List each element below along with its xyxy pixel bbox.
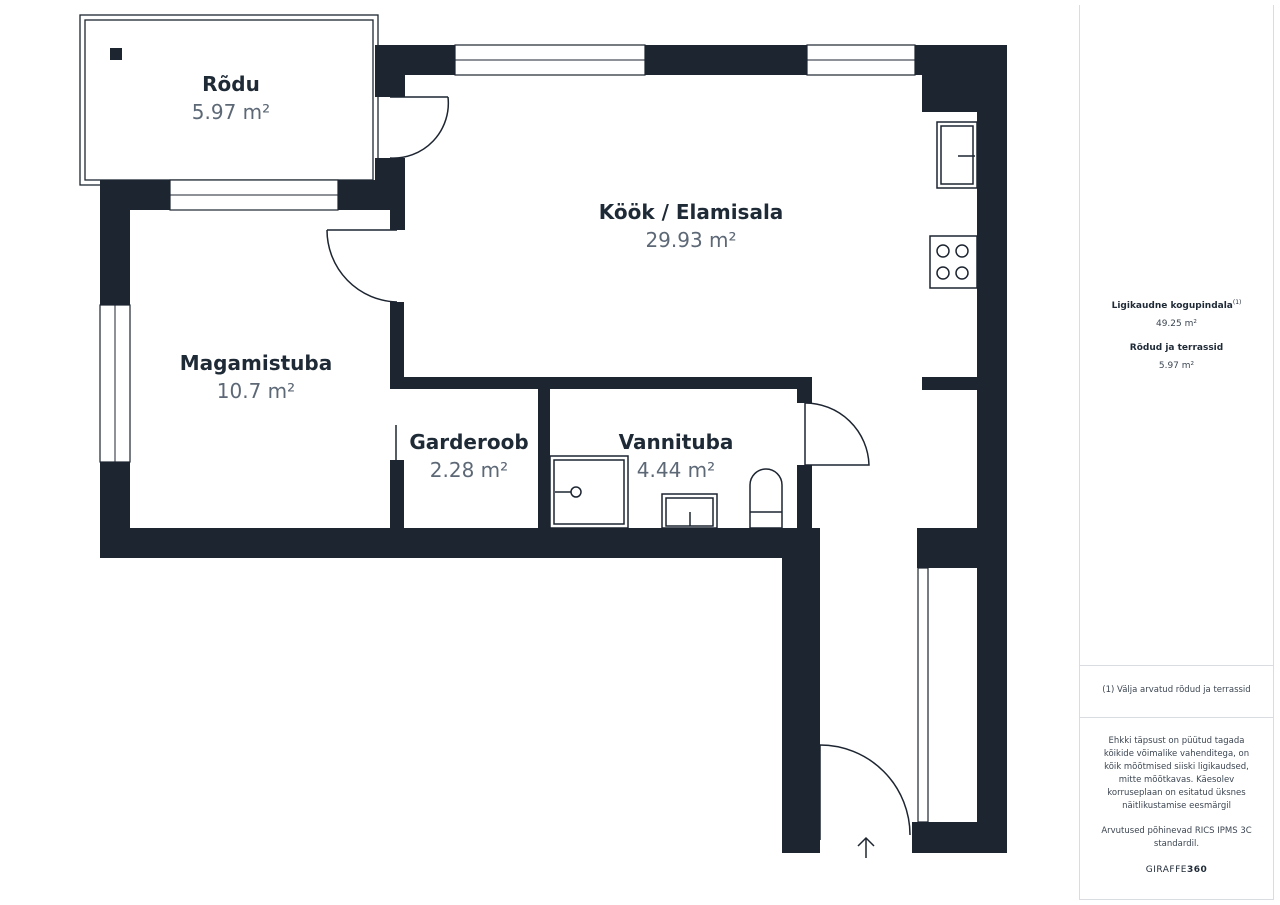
footnote: (1) Välja arvatud rõdud ja terrassid [1102, 685, 1251, 695]
balcony-area: 5.97 m² [192, 100, 270, 124]
logo-prefix: GIRAFFE [1145, 865, 1187, 875]
total-area-value: 49.25 m² [1155, 319, 1197, 329]
total-area-label-text: Ligikaudne kogupindala [1111, 301, 1233, 311]
divider [1080, 717, 1273, 718]
doors [326, 96, 911, 840]
balcony-area-label: Rõdud ja terrassid [1129, 343, 1224, 353]
divider [1080, 665, 1273, 666]
kitchen-sink-icon [936, 121, 978, 189]
logo-suffix: 360 [1186, 865, 1208, 875]
kitchen-living-area: 29.93 m² [645, 228, 736, 252]
windows [99, 44, 929, 823]
entrance-arrow-icon [857, 836, 875, 858]
bathroom-area: 4.44 m² [637, 458, 715, 482]
bathroom-name: Vannituba [619, 430, 734, 454]
shower-icon [549, 455, 629, 529]
wardrobe-area: 2.28 m² [430, 458, 508, 482]
toilet-icon [749, 468, 783, 529]
total-area-footnote-marker: (1) [1232, 299, 1242, 306]
bedroom-name: Magamistuba [180, 351, 332, 375]
floor-plan: Rõdu 5.97 m² Köök / Elamisala 29.93 m² M… [79, 14, 1007, 858]
info-panel: Ligikaudne kogupindala(1) 49.25 m² Rõdud… [1079, 5, 1274, 900]
washbasin-icon [661, 493, 718, 529]
total-area-label: Ligikaudne kogupindala(1) [1080, 299, 1273, 311]
disclaimer: Ehkki täpsust on püütud tagada kõikide v… [1098, 735, 1255, 863]
balcony-name: Rõdu [202, 72, 260, 96]
walls [100, 45, 1007, 853]
balcony-area-value: 5.97 m² [1158, 361, 1195, 371]
area-summary: Ligikaudne kogupindala(1) 49.25 m² Rõdud… [1080, 285, 1273, 371]
wardrobe-name: Garderoob [409, 430, 528, 454]
disclaimer-paragraph: Arvutused põhinevad RICS IPMS 3C standar… [1101, 826, 1252, 849]
stove-icon [929, 235, 978, 289]
brand-logo: GIRAFFE360 [1080, 865, 1273, 875]
disclaimer-paragraph: Ehkki täpsust on püütud tagada kõikide v… [1103, 736, 1250, 811]
kitchen-living-name: Köök / Elamisala [599, 200, 784, 224]
bedroom-area: 10.7 m² [217, 379, 295, 403]
